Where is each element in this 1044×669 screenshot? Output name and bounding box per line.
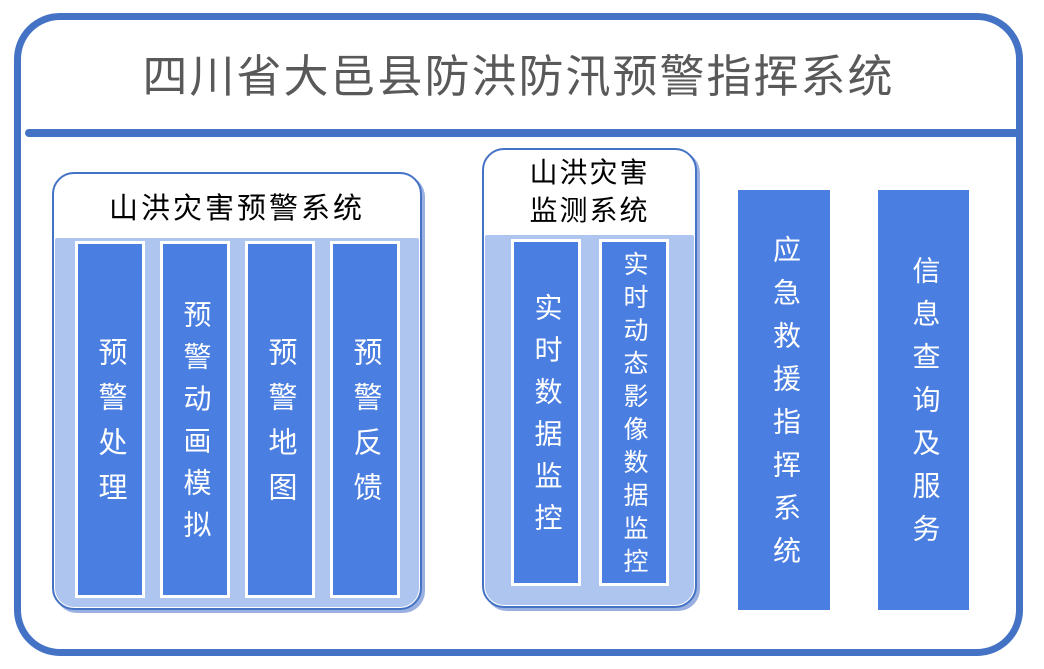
bar-emergency-rescue-command-system-label: 应急救援指挥系统 xyxy=(769,234,800,579)
bar-realtime-data-monitoring-label: 实时数据监控 xyxy=(530,292,562,545)
bar-warning-processing: 预警处理 xyxy=(74,241,145,598)
group-flood-warning-system: 山洪灾害预警系统 预警处理 预警动画模拟 预警地图 预警反馈 xyxy=(52,172,422,610)
group-flood-monitoring-system: 山洪灾害监测系统 实时数据监控 实时动态影像数据监控 xyxy=(482,148,697,608)
bar-warning-animation-simulation-label: 预警动画模拟 xyxy=(179,299,211,552)
bar-info-query-and-service: 信息查询及服务 xyxy=(878,190,969,610)
group-tray-flood-warning: 预警处理 预警动画模拟 预警地图 预警反馈 xyxy=(55,238,419,607)
bar-info-query-and-service-label: 信息查询及服务 xyxy=(908,256,940,557)
bar-warning-map-label: 预警地图 xyxy=(264,336,296,517)
bar-realtime-dynamic-image-data-monitoring: 实时动态影像数据监控 xyxy=(598,239,669,586)
bar-emergency-rescue-command-system: 应急救援指挥系统 xyxy=(738,190,830,610)
bar-warning-processing-label: 预警处理 xyxy=(94,336,126,517)
bar-warning-feedback-label: 预警反馈 xyxy=(349,336,381,517)
bar-warning-animation-simulation: 预警动画模拟 xyxy=(159,241,230,598)
main-title: 四川省大邑县防洪防汛预警指挥系统 xyxy=(142,50,895,102)
group-title-flood-monitoring: 山洪灾害监测系统 xyxy=(529,158,650,227)
bar-warning-feedback: 预警反馈 xyxy=(329,241,400,598)
group-title-flood-warning: 山洪灾害预警系统 xyxy=(108,193,365,225)
title-divider xyxy=(25,129,1017,137)
bar-warning-map: 预警地图 xyxy=(244,241,315,598)
bar-realtime-data-monitoring: 实时数据监控 xyxy=(510,239,581,586)
group-tray-flood-monitoring: 实时数据监控 实时动态影像数据监控 xyxy=(485,235,694,605)
bar-realtime-dynamic-image-data-monitoring-label: 实时动态影像数据监控 xyxy=(620,251,647,581)
